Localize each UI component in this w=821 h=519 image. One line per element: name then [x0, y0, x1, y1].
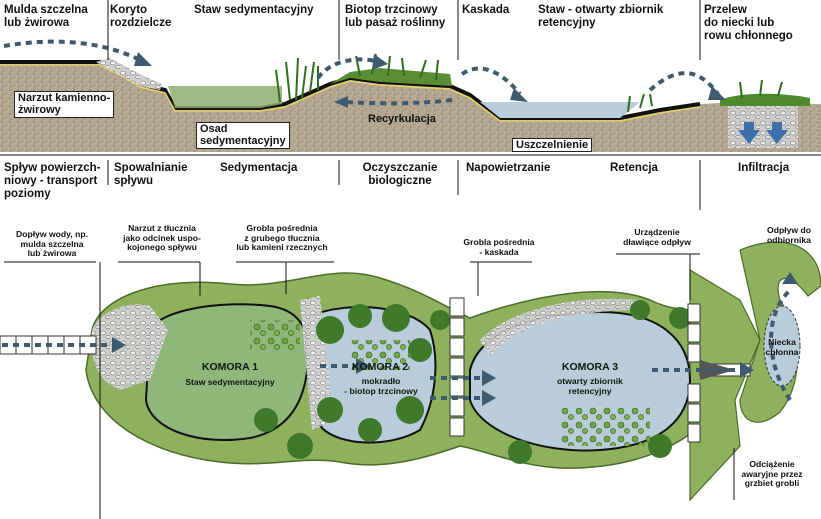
label-kaskada: Kaskada: [462, 4, 510, 16]
label-przelew: Przelew do niecki lub rowu chłonnego: [704, 4, 793, 42]
label-biotop: Biotop trzcinowy lub pasaż roślinny: [345, 4, 446, 29]
label-odciazenie: Odciążenie awaryjne przez grzbiet grobli: [741, 459, 803, 489]
process-spowalnianie: Spowalnianie spływu: [114, 162, 188, 187]
process-napowietrzanie: Napowietrzanie: [466, 162, 551, 174]
komora-3-subtitle: otwarty zbiornik retencyjny: [557, 376, 623, 396]
process-splyw: Spływ powierzch- niowy - transport pozio…: [4, 162, 101, 200]
label-doplyw: Dopływ wody, np. mulda szczelna lub żwir…: [16, 229, 88, 259]
label-koryto: Koryto rozdzielcze: [110, 4, 172, 29]
komora-2-title: KOMORA 2: [351, 361, 409, 373]
cross-section: [0, 39, 821, 152]
process-oczyszczanie: Oczyszczanie biologiczne: [362, 162, 438, 187]
process-infiltracja: Infiltracja: [738, 162, 790, 174]
komora-2-subtitle: mokradło - biotop trzcinowy: [344, 376, 418, 396]
komora-1-subtitle: Staw sedymentacyjny: [185, 377, 275, 387]
label-narzut-tlucznia: Narzut z tłucznia jako odcinek uspo- koj…: [123, 223, 201, 253]
label-narzut: Narzut kamienno- żwirowy: [14, 91, 115, 118]
label-urzadzenie: Urządzenie dławiące odpływ: [623, 227, 691, 247]
column-separators: [0, 0, 821, 210]
label-uszczelnienie: Uszczelnienie: [512, 138, 593, 153]
label-osad: Osad sedymentacyjny: [196, 122, 290, 149]
process-sedymentacja: Sedymentacja: [220, 162, 298, 174]
retention-water: [480, 102, 640, 118]
plan-view: [0, 241, 821, 519]
label-niecka: Niecka chłonna: [765, 337, 799, 357]
process-retencja: Retencja: [610, 162, 658, 174]
label-recyrkulacja: Recyrkulacja: [368, 113, 436, 125]
sedimentation-water: [168, 86, 282, 108]
komora-3-title: KOMORA 3: [561, 361, 619, 373]
label-grobla-posrednia: Grobla pośrednia z grubego tłucznia lub …: [236, 223, 328, 253]
label-mulda: Mulda szczelna lub żwirowa: [4, 4, 88, 29]
label-staw-sedymentacyjny: Staw sedymentacyjny: [194, 4, 314, 16]
label-grobla-kaskada: Grobla pośrednia - kaskada: [463, 237, 535, 257]
komora-1-title: KOMORA 1: [201, 361, 259, 373]
label-staw-otwarty: Staw - otwarty zbiornik retencyjny: [538, 4, 664, 29]
label-odplyw: Odpływ do odbiornika: [767, 225, 811, 245]
